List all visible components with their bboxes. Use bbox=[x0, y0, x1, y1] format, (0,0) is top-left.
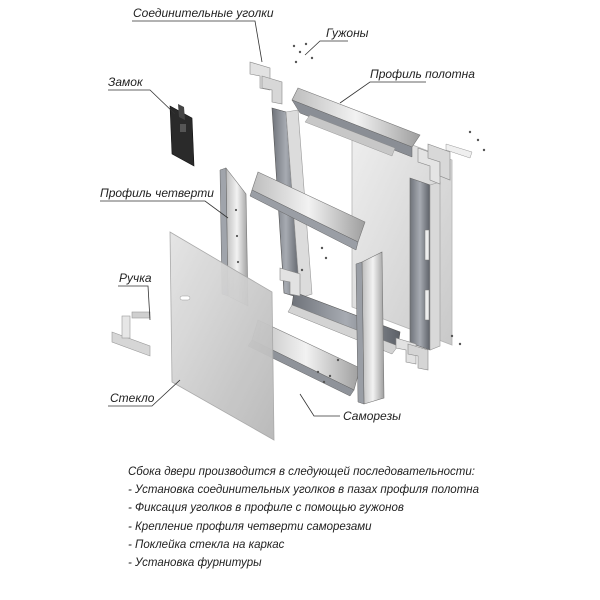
label-connecting-corners: Соединительные уголки bbox=[133, 6, 274, 20]
right-sash-profile bbox=[409, 177, 441, 351]
leader-quarter-profile bbox=[100, 200, 229, 219]
instructions-intro: Сбока двери производится в следующей пос… bbox=[128, 466, 475, 478]
label-lock: Замок bbox=[108, 75, 144, 89]
label-quarter-profile: Профиль четверти bbox=[100, 186, 214, 200]
leader-handle bbox=[118, 285, 151, 321]
connecting-corners-bottom bbox=[395, 337, 429, 371]
label-pins: Гужоны bbox=[326, 26, 369, 40]
leader-pins bbox=[304, 40, 348, 56]
label-handle: Ручка bbox=[119, 271, 152, 285]
glass-pane bbox=[169, 231, 275, 441]
connecting-corners-top bbox=[249, 61, 283, 105]
quarter-profile-bottom bbox=[247, 319, 361, 397]
top-sash-profile bbox=[291, 87, 421, 158]
instruction-step: Фиксация уголков в профиле с помощью гуж… bbox=[128, 499, 588, 517]
leader-screws bbox=[299, 393, 340, 417]
instruction-step: Установка соединительных уголков в пазах… bbox=[128, 481, 588, 499]
pins bbox=[292, 42, 486, 346]
assembly-instructions: Сбока двери производится в следующей пос… bbox=[128, 463, 588, 572]
leader-lock bbox=[108, 89, 176, 115]
label-screws: Саморезы bbox=[343, 409, 401, 423]
label-sash-profile: Профиль полотна bbox=[370, 67, 475, 81]
handle bbox=[111, 311, 151, 357]
label-glass: Стекло bbox=[110, 391, 155, 405]
leader-sash-profile bbox=[339, 81, 426, 104]
connecting-corners-middle bbox=[279, 267, 301, 297]
lock bbox=[169, 104, 195, 167]
leader-glass bbox=[108, 379, 181, 407]
instructions-steps: Установка соединительных уголков в пазах… bbox=[128, 481, 588, 572]
quarter-profile-right bbox=[355, 251, 385, 405]
instruction-step: Установка фурнитуры bbox=[128, 554, 588, 572]
connecting-corners-right bbox=[417, 143, 473, 185]
instruction-step: Крепление профиля четверти саморезами bbox=[128, 518, 588, 536]
leader-corners bbox=[132, 20, 263, 63]
quarter-profile-top bbox=[249, 171, 366, 251]
instruction-step: Поклейка стекла на каркас bbox=[128, 536, 588, 554]
screws bbox=[300, 268, 340, 384]
